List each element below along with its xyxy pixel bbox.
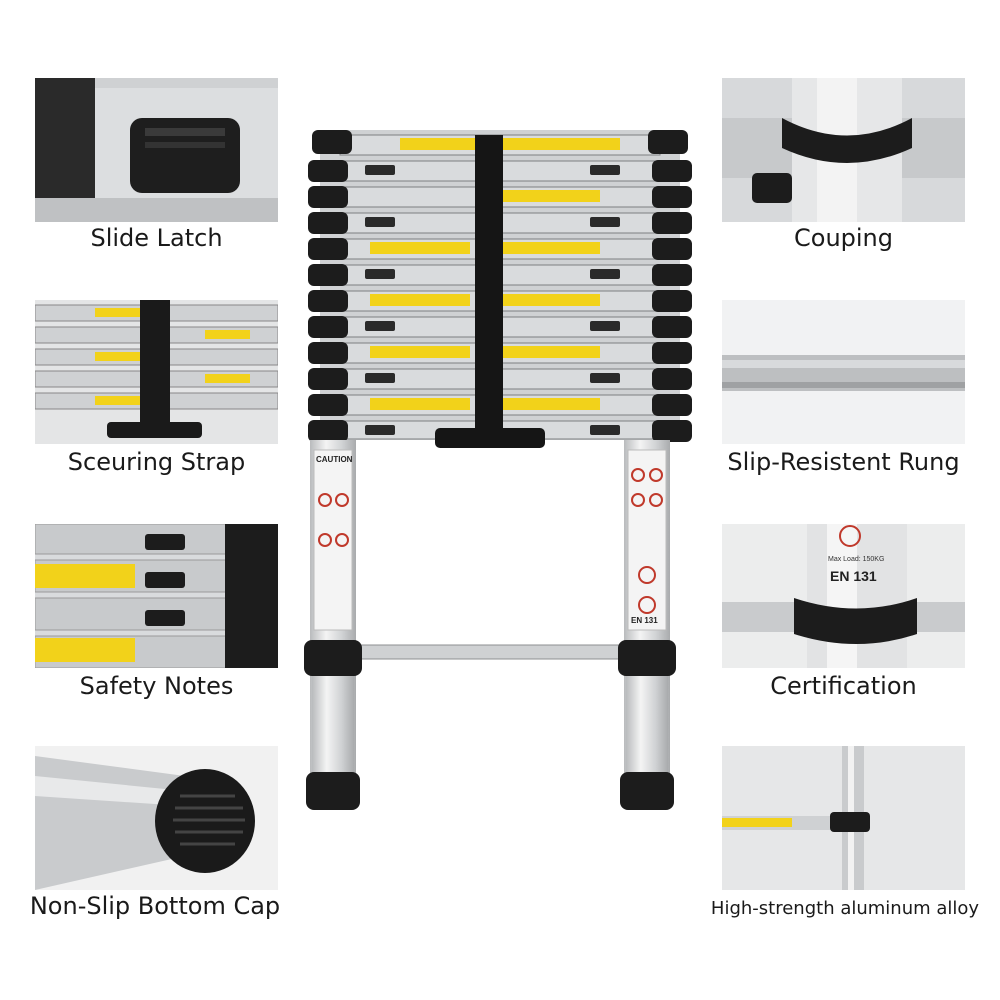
en131-label: EN 131	[830, 568, 877, 584]
max-load-label: Max Load: 150KG	[828, 556, 885, 563]
bottom-cap-caption: Non-Slip Bottom Cap	[29, 892, 281, 920]
safety-notes-photo	[35, 524, 278, 668]
caution-label: CAUTION	[316, 455, 353, 464]
safety-notes-caption: Safety Notes	[79, 672, 234, 700]
bottom-cap-photo	[35, 746, 278, 890]
couping-photo	[722, 78, 965, 222]
securing-strap-caption: Sceuring Strap	[67, 448, 246, 476]
alloy-photo	[722, 746, 965, 890]
slide-latch-caption: Slide Latch	[90, 224, 223, 252]
securing-strap-photo	[35, 300, 278, 444]
telescopic-ladder-illustration: CAUTION EN 131	[290, 120, 710, 820]
certification-photo: Max Load: 150KG EN 131	[722, 524, 965, 668]
slip-resistant-rung-photo	[722, 300, 965, 444]
slide-latch-photo	[35, 78, 278, 222]
ladder-en131-label: EN 131	[631, 616, 658, 625]
slip-resistant-rung-caption: Slip-Resistent Rung	[727, 448, 960, 476]
certification-caption: Certification	[770, 672, 917, 700]
alloy-caption: High-strength aluminum alloy	[710, 898, 980, 919]
couping-caption: Couping	[794, 224, 893, 252]
